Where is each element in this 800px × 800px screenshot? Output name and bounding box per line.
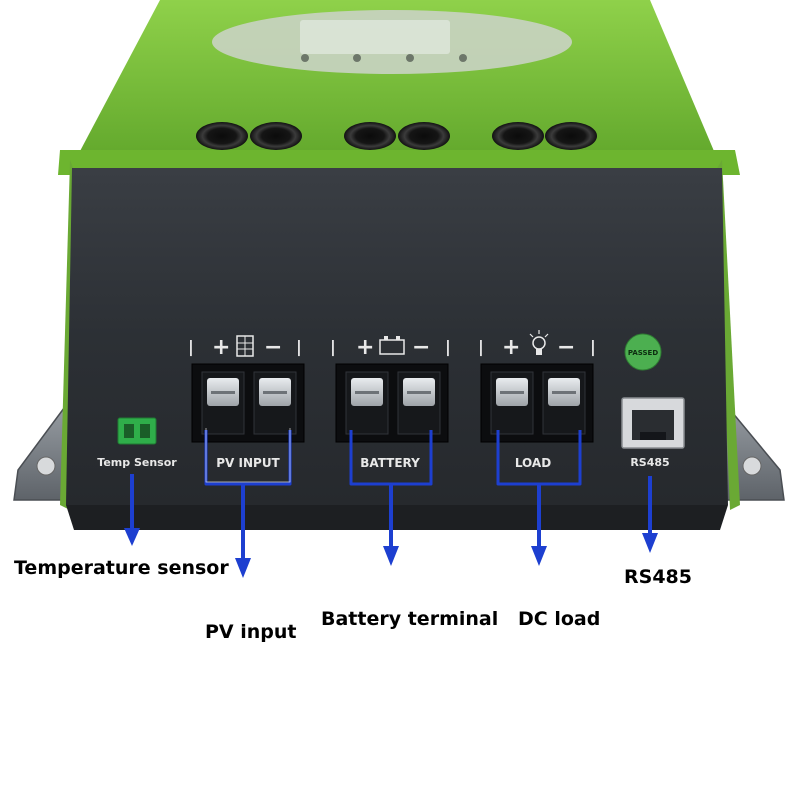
temp-sensor-label: Temp Sensor [97,456,177,469]
temp-sensor-connector [117,417,157,445]
terminal-markings: | + − | | + − | | + − | [188,335,596,360]
callout-arrows [124,474,658,578]
callout-battery-terminal: Battery terminal [321,608,499,630]
svg-text:−: − [264,335,282,360]
rs485-panel-label: RS485 [630,456,669,469]
svg-text:|: | [296,337,302,357]
svg-text:PASSED: PASSED [628,349,658,357]
cable-grommets [196,122,597,150]
light-bulb-icon [529,330,549,355]
arrow-temperature-sensor [124,474,140,546]
load-label: LOAD [515,456,551,470]
svg-text:|: | [478,337,484,357]
battery-terminal-block [335,363,449,443]
arrow-pv-input [235,484,251,578]
callout-temperature-sensor: Temperature sensor [14,557,229,579]
svg-text:|: | [445,337,451,357]
svg-text:+: + [502,335,520,360]
terminal-blocks [191,363,594,443]
button-3 [406,54,414,62]
callout-dc-load: DC load [518,608,601,630]
arrow-rs485 [642,476,658,553]
arrow-dc-load [531,484,547,566]
load-terminal-block [480,363,594,443]
pv-terminal-block [191,363,305,443]
passed-sticker: PASSED [624,333,662,371]
callout-pv-input: PV input [205,621,297,643]
svg-text:−: − [557,335,575,360]
solar-panel-icon [236,335,254,357]
arrow-battery-terminal [383,484,399,566]
svg-text:|: | [330,337,336,357]
svg-text:−: − [412,335,430,360]
button-1 [301,54,309,62]
svg-text:+: + [356,335,374,360]
svg-text:|: | [188,337,194,357]
svg-text:|: | [590,337,596,357]
callout-rs485: RS485 [624,566,692,588]
button-2 [353,54,361,62]
pv-input-label: PV INPUT [216,456,280,470]
button-4 [459,54,467,62]
svg-text:+: + [212,335,230,360]
rs485-port [621,397,685,449]
battery-icon [379,336,405,355]
battery-label: BATTERY [360,456,420,470]
